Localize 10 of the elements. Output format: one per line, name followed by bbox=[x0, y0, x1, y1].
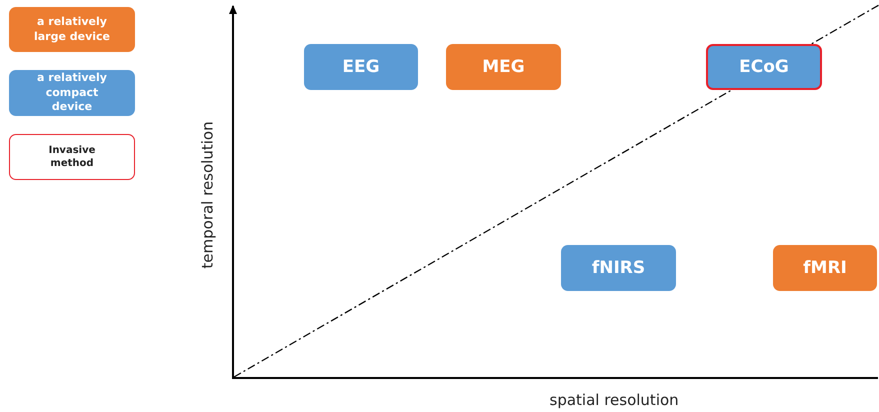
legend-text: a relatively compact device bbox=[36, 70, 108, 116]
x-axis-title: spatial resolution bbox=[550, 391, 679, 409]
legend-text: a relatively large device bbox=[32, 14, 112, 44]
method-box: MEG bbox=[446, 44, 561, 90]
method-box: fMRI bbox=[773, 245, 877, 291]
legend-text: Invasive method bbox=[48, 144, 96, 170]
method-box: ECoG bbox=[706, 44, 822, 90]
y-axis-title: temporal resolution bbox=[198, 121, 216, 269]
method-box: EEG bbox=[304, 44, 418, 90]
method-box: fNIRS bbox=[561, 245, 676, 291]
